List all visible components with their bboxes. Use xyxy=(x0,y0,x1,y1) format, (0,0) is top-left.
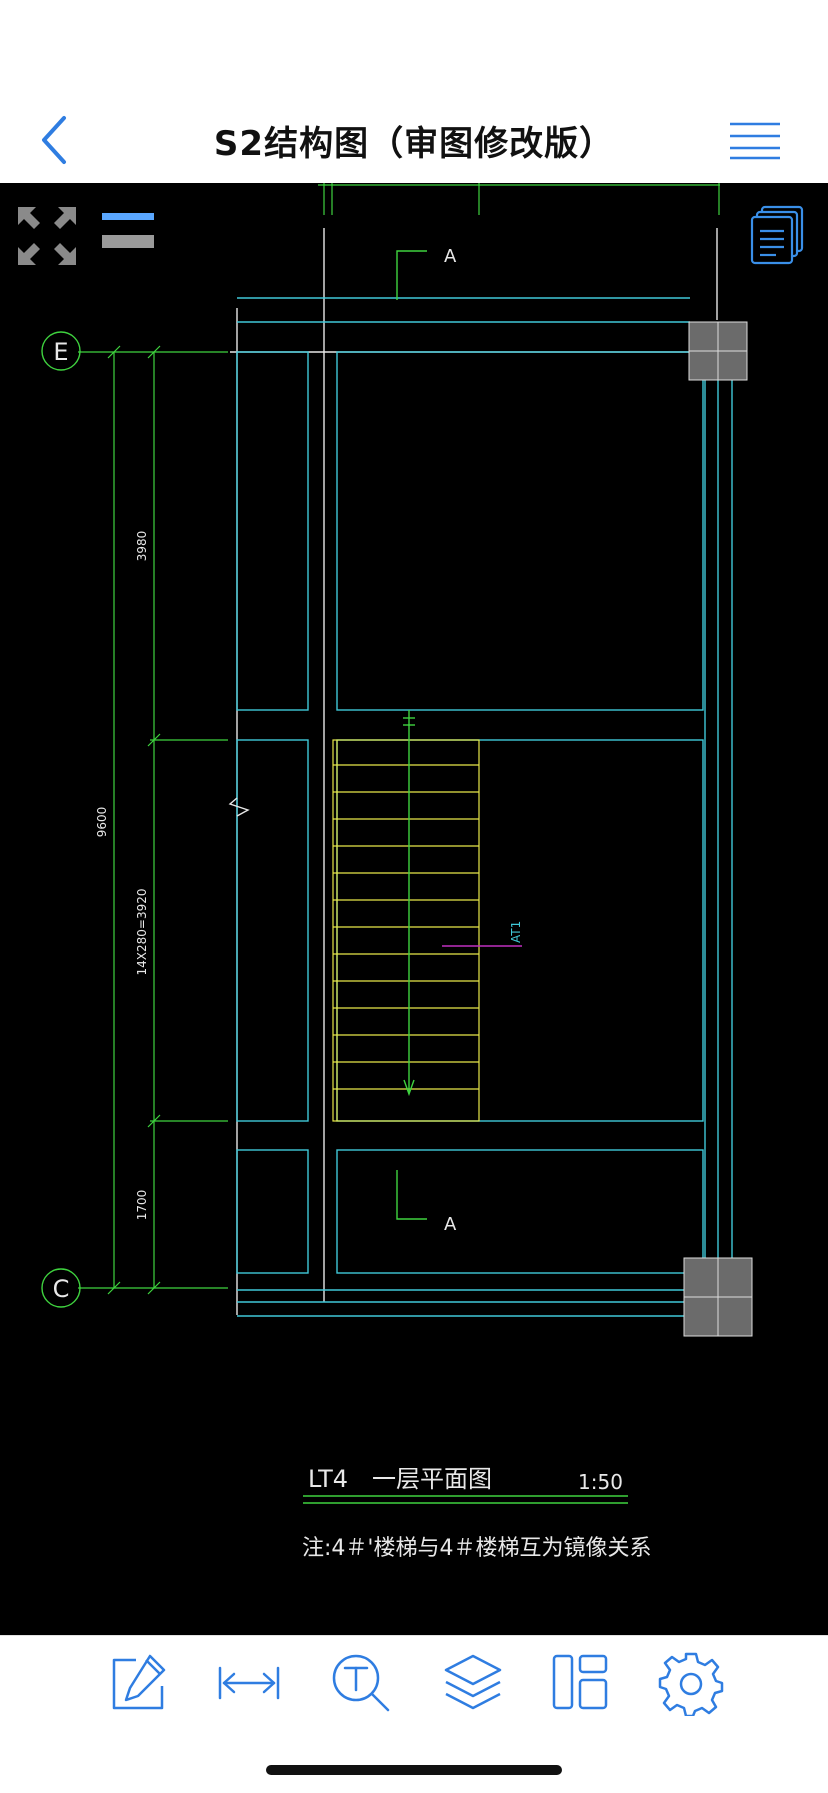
measure-button[interactable] xyxy=(216,1650,282,1716)
edit-icon xyxy=(112,1654,166,1710)
measure-icon xyxy=(218,1666,280,1700)
layers-button[interactable] xyxy=(440,1650,506,1716)
menu-button[interactable] xyxy=(728,120,782,160)
drawing-note: 注:4＃'楼梯与4＃楼梯互为镜像关系 xyxy=(302,1536,651,1561)
title-label: LT4 xyxy=(308,1465,348,1493)
settings-button[interactable] xyxy=(658,1650,724,1718)
section-markers xyxy=(396,250,427,1220)
layer-lines-icon xyxy=(102,213,154,248)
stair-walkline xyxy=(403,710,415,1097)
back-button[interactable] xyxy=(36,112,76,168)
drawing-canvas[interactable]: AT1 E C 9600 3980 14X280=3920 1700 A xyxy=(0,183,828,1635)
page-title: S2结构图（审图修改版） xyxy=(213,124,615,164)
chevron-left-icon xyxy=(42,116,66,164)
structure-cyan xyxy=(236,297,733,1317)
wall-lines xyxy=(230,228,718,1315)
break-line xyxy=(228,797,250,817)
nav-bar: S2结构图（审图修改版） xyxy=(0,0,828,183)
layout-button[interactable] xyxy=(548,1650,614,1716)
settings-icon xyxy=(658,1652,724,1718)
documents-stack-icon xyxy=(750,205,804,265)
home-indicator[interactable] xyxy=(266,1765,562,1775)
fit-screen-button[interactable] xyxy=(12,201,82,271)
layers-icon xyxy=(444,1654,502,1710)
dim-middle: 14X280=3920 xyxy=(135,889,149,976)
section-label-bottom: A xyxy=(444,1214,457,1235)
axis-label-e: E xyxy=(53,338,68,366)
dim-total: 9600 xyxy=(95,807,109,838)
cad-drawing: AT1 E C 9600 3980 14X280=3920 1700 A xyxy=(41,183,753,1561)
axis-bubble-c xyxy=(41,1268,81,1308)
documents-button[interactable] xyxy=(748,205,808,267)
top-dimension-lines xyxy=(318,183,720,215)
fit-screen-icon xyxy=(18,207,76,265)
hamburger-menu-icon xyxy=(730,122,780,160)
stair-flight xyxy=(332,739,480,1122)
dim-top: 3980 xyxy=(135,531,149,562)
layout-icon xyxy=(552,1654,608,1710)
section-label-top: A xyxy=(444,246,457,267)
title-name: 一层平面图 xyxy=(372,1465,492,1493)
layer-lines-toggle[interactable] xyxy=(98,209,160,253)
text-search-button[interactable] xyxy=(328,1650,394,1716)
dimension-lines-left xyxy=(78,345,228,1295)
columns xyxy=(683,321,753,1337)
text-search-icon xyxy=(332,1654,390,1712)
edit-button[interactable] xyxy=(106,1650,172,1716)
stair-tag: AT1 xyxy=(509,921,523,943)
title-scale: 1:50 xyxy=(578,1470,623,1494)
dim-bottom: 1700 xyxy=(135,1190,149,1221)
axis-bubble-e xyxy=(41,331,81,371)
axis-label-c: C xyxy=(53,1275,70,1303)
